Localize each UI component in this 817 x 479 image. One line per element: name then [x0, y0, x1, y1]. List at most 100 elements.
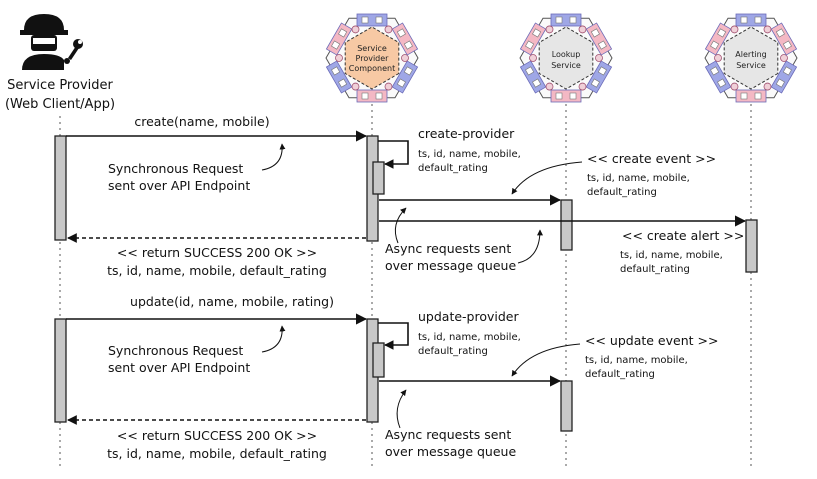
- create-async-note-2: over message queue: [385, 258, 516, 273]
- update-sync-note-2: sent over API Endpoint: [108, 360, 250, 375]
- update-sync-note-pointer: [261, 325, 286, 353]
- update-return-fields: ts, id, name, mobile, default_rating: [107, 446, 327, 461]
- activation-provider-self-create: [372, 161, 385, 195]
- create-return-fields: ts, id, name, mobile, default_rating: [107, 263, 327, 278]
- adapter-block: [585, 60, 613, 94]
- create-event-label: << create event >>: [587, 151, 716, 166]
- create-sync-note-pointer: [261, 143, 286, 171]
- component-label-1: Service: [357, 44, 387, 53]
- create-alert-fields-1: ts, id, name, mobile,: [620, 250, 723, 261]
- actor-name: Service Provider: [7, 78, 113, 93]
- update-event-fields-1: ts, id, name, mobile,: [585, 355, 688, 366]
- create-sync-note-1: Synchronous Request: [108, 161, 243, 176]
- activation-lookup-update: [560, 380, 573, 432]
- create-async-pointer-right: [517, 229, 543, 264]
- alerting-service-component: Alerting Service: [704, 13, 798, 103]
- adapter-block: [325, 22, 353, 56]
- update-event-fields-2: default_rating: [585, 369, 655, 380]
- update-self-fields-1: ts, id, name, mobile,: [418, 332, 521, 343]
- port-node: [351, 25, 360, 34]
- port-node: [335, 54, 343, 62]
- create-event-pointer: [511, 161, 583, 195]
- adapter-block: [585, 22, 613, 56]
- create-self-call-arrow: [378, 140, 409, 169]
- activation-provider-self-update: [372, 342, 385, 378]
- update-self-call-arrow: [378, 322, 409, 350]
- port-node: [545, 82, 554, 91]
- create-request-label: create(name, mobile): [134, 114, 269, 129]
- port-node: [780, 54, 788, 62]
- update-sync-note-1: Synchronous Request: [108, 343, 243, 358]
- port-node: [730, 82, 739, 91]
- port-node: [351, 82, 360, 91]
- adapter-block: [356, 13, 388, 27]
- activation-lookup-create: [560, 199, 573, 251]
- update-async-pointer: [396, 389, 407, 429]
- update-request-label: update(id, name, mobile, rating): [130, 294, 334, 309]
- create-alert-label: << create alert >>: [622, 228, 744, 243]
- create-return-label: << return SUCCESS 200 OK >>: [117, 245, 317, 260]
- service-provider-component: Service Provider Component: [325, 13, 419, 103]
- adapter-block: [704, 60, 732, 94]
- actor: Service Provider (Web Client/App): [5, 14, 115, 112]
- create-flow: create(name, mobile) create-provider ts,…: [54, 114, 758, 278]
- port-node: [763, 82, 772, 91]
- adapter-block: [704, 22, 732, 56]
- create-async-pointer-left: [394, 207, 407, 244]
- component-label-2: Provider: [356, 54, 390, 63]
- port-node: [730, 25, 739, 34]
- create-sync-note-2: sent over API Endpoint: [108, 178, 250, 193]
- port-node: [595, 54, 603, 62]
- create-event-fields-2: default_rating: [587, 187, 657, 198]
- port-node: [529, 54, 537, 62]
- hexagon-core: [538, 26, 594, 90]
- component-label-2: Service: [551, 61, 581, 70]
- actor-subtitle: (Web Client/App): [5, 97, 115, 112]
- activation-actor-update: [54, 318, 67, 423]
- adapter-block: [325, 60, 353, 94]
- port-node: [714, 54, 722, 62]
- activation-alerting-create: [745, 219, 758, 273]
- port-node: [578, 25, 587, 34]
- adapter-block: [391, 22, 419, 56]
- component-label-3: Component: [349, 64, 395, 73]
- lookup-service-component: Lookup Service: [519, 13, 613, 103]
- adapter-block: [391, 60, 419, 94]
- port-node: [763, 25, 772, 34]
- update-async-note-1: Async requests sent: [385, 427, 511, 442]
- create-self-fields-2: default_rating: [418, 163, 488, 174]
- worker-with-wrench-icon: [20, 14, 83, 70]
- adapter-block: [550, 89, 582, 103]
- update-flow: update(id, name, mobile, rating) update-…: [54, 294, 718, 461]
- create-self-call-label: create-provider: [418, 126, 515, 141]
- update-event-label: << update event >>: [585, 333, 718, 348]
- create-async-note-1: Async requests sent: [385, 241, 511, 256]
- component-label-1: Lookup: [552, 50, 581, 59]
- update-self-call-label: update-provider: [418, 309, 519, 324]
- port-node: [401, 54, 409, 62]
- hexagon-core: [344, 26, 400, 90]
- update-return-label: << return SUCCESS 200 OK >>: [117, 428, 317, 443]
- update-async-note-2: over message queue: [385, 444, 516, 459]
- port-node: [578, 82, 587, 91]
- component-label-2: Service: [736, 61, 766, 70]
- component-label-1: Alerting: [735, 50, 766, 59]
- activation-actor-create: [54, 135, 67, 241]
- adapter-block: [770, 22, 798, 56]
- create-self-fields-1: ts, id, name, mobile,: [418, 149, 521, 160]
- update-event-pointer: [511, 343, 581, 377]
- port-node: [545, 25, 554, 34]
- adapter-block: [735, 13, 767, 27]
- port-node: [384, 82, 393, 91]
- create-alert-fields-2: default_rating: [620, 264, 690, 275]
- port-node: [384, 25, 393, 34]
- adapter-block: [735, 89, 767, 103]
- adapter-block: [356, 89, 388, 103]
- adapter-block: [519, 22, 547, 56]
- adapter-block: [519, 60, 547, 94]
- adapter-block: [550, 13, 582, 27]
- adapter-block: [770, 60, 798, 94]
- hexagon-core: [723, 26, 779, 90]
- update-self-fields-2: default_rating: [418, 346, 488, 357]
